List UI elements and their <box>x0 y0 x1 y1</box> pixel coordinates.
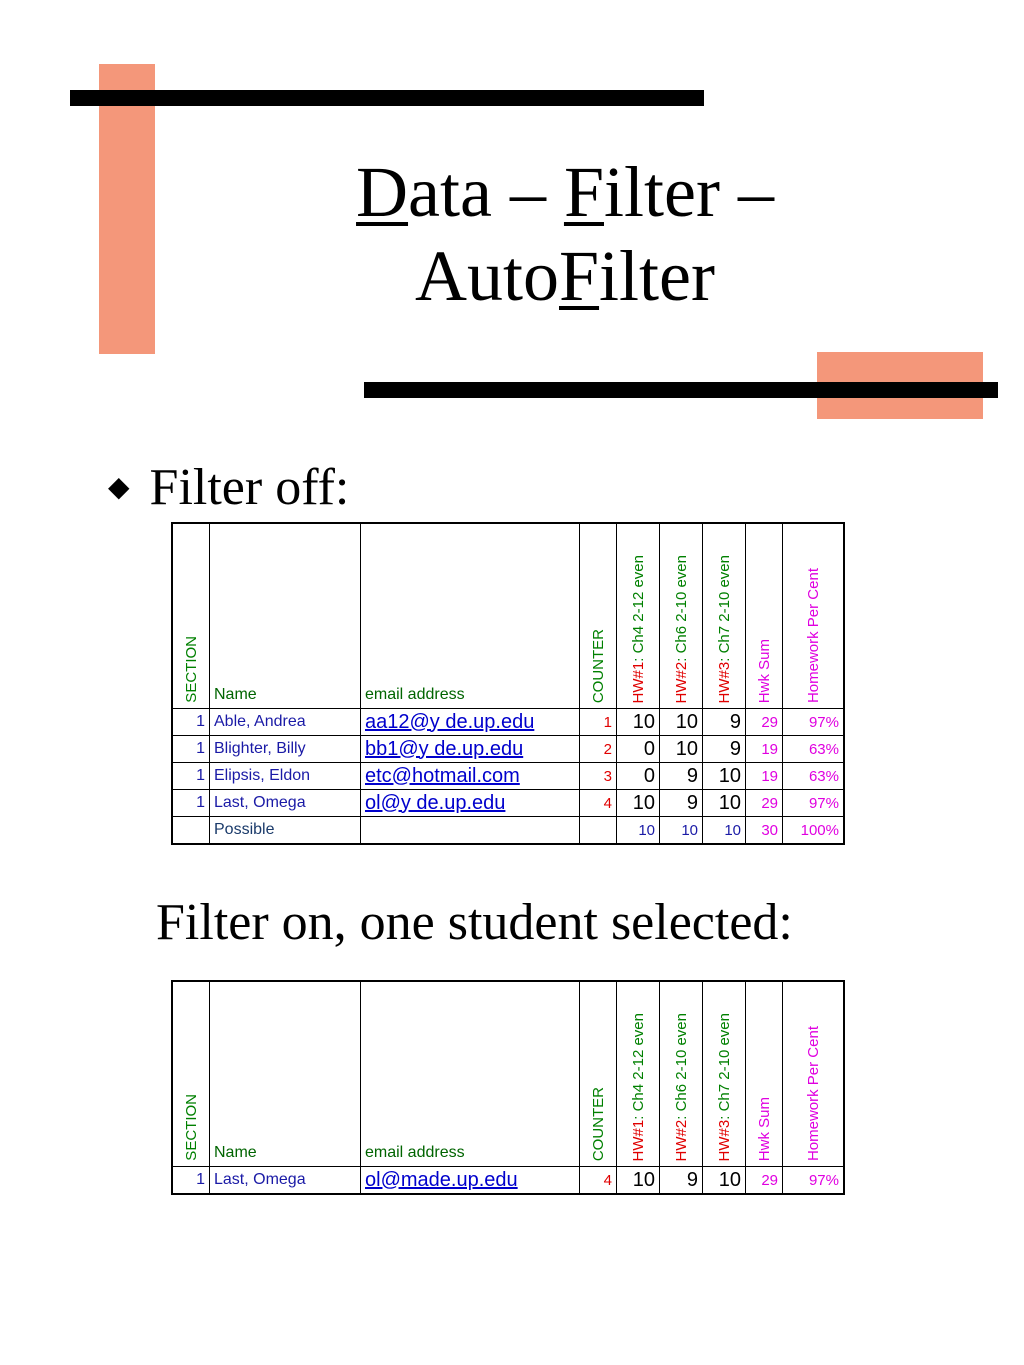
col-hw2: HW#2: Ch6 2-10 even <box>659 980 703 1167</box>
counter-cell: 1 <box>579 708 617 736</box>
title-segment: F <box>563 152 604 232</box>
title-segment: Auto <box>415 236 559 316</box>
homework-percent-cell: 97% <box>782 1166 845 1195</box>
homework-percent-cell: 97% <box>782 708 845 736</box>
bullet-filter-off: ◆ Filter off: <box>108 458 349 518</box>
homework-percent-possible-cell: 100% <box>782 816 845 845</box>
spreadsheet-filter-on: SECTION Name email address COUNTER HW#1:… <box>171 980 845 1195</box>
name-cell: Last, Omega <box>209 789 361 817</box>
spreadsheet-filter-off: SECTION Name email address COUNTER HW#1:… <box>171 522 845 845</box>
email-link[interactable]: bb1@y de.up.edu <box>360 735 580 763</box>
slide-title: Data – Filter – AutoFilter <box>300 150 830 318</box>
counter-cell: 4 <box>579 1166 617 1195</box>
email-link[interactable]: aa12@y de.up.edu <box>360 708 580 736</box>
col-hwk-sum: Hwk Sum <box>745 980 783 1167</box>
hw2-score-cell: 9 <box>659 1166 703 1195</box>
hw3-score-cell: 10 <box>702 789 746 817</box>
hw3-possible-cell: 10 <box>702 816 746 845</box>
col-email: email address <box>360 980 580 1167</box>
hw1-score-cell: 10 <box>616 1166 660 1195</box>
col-hw3: HW#3: Ch7 2-10 even <box>702 980 746 1167</box>
homework-percent-cell: 63% <box>782 762 845 790</box>
hwk-sum-possible-cell: 30 <box>745 816 783 845</box>
hw1-possible-cell: 10 <box>616 816 660 845</box>
title-segment: ilter – <box>604 152 774 232</box>
name-cell: Elipsis, Eldon <box>209 762 361 790</box>
decorative-black-bar-top <box>70 90 704 106</box>
section-cell: 1 <box>171 735 210 763</box>
title-line-2: AutoFilter <box>300 234 830 318</box>
possible-label: Possible <box>209 816 361 845</box>
hw3-score-cell: 9 <box>702 735 746 763</box>
hw1-score-cell: 10 <box>616 789 660 817</box>
hw3-score-cell: 10 <box>702 762 746 790</box>
heading-filter-off: Filter off: <box>149 459 350 516</box>
col-homework-percent: Homework Per Cent <box>782 522 845 709</box>
title-segment: ata – <box>408 152 564 232</box>
email-cell <box>360 816 580 845</box>
title-line-1: Data – Filter – <box>300 150 830 234</box>
col-hw2: HW#2: Ch6 2-10 even <box>659 522 703 709</box>
title-segment: ilter <box>599 236 715 316</box>
hw3-score-cell: 9 <box>702 708 746 736</box>
hw1-score-cell: 10 <box>616 708 660 736</box>
col-homework-percent: Homework Per Cent <box>782 980 845 1167</box>
name-cell: Last, Omega <box>209 1166 361 1195</box>
col-hw3: HW#3: Ch7 2-10 even <box>702 522 746 709</box>
col-email: email address <box>360 522 580 709</box>
col-counter: COUNTER <box>579 980 617 1167</box>
hw2-score-cell: 10 <box>659 735 703 763</box>
counter-cell: 4 <box>579 789 617 817</box>
hw1-score-cell: 0 <box>616 762 660 790</box>
col-section: SECTION <box>171 980 210 1167</box>
col-name: Name <box>209 522 361 709</box>
col-counter: COUNTER <box>579 522 617 709</box>
diamond-bullet-icon: ◆ <box>108 472 130 503</box>
title-segment: F <box>559 236 600 316</box>
homework-percent-cell: 97% <box>782 789 845 817</box>
email-link[interactable]: ol@made.up.edu <box>360 1166 580 1195</box>
hw1-score-cell: 0 <box>616 735 660 763</box>
col-name: Name <box>209 980 361 1167</box>
decorative-orange-bar <box>99 64 155 354</box>
hwk-sum-cell: 29 <box>745 708 783 736</box>
name-cell: Blighter, Billy <box>209 735 361 763</box>
title-segment: D <box>356 152 409 232</box>
heading-filter-on: Filter on, one student selected: <box>156 894 793 951</box>
hwk-sum-cell: 29 <box>745 1166 783 1195</box>
hw3-score-cell: 10 <box>702 1166 746 1195</box>
section-cell: 1 <box>171 762 210 790</box>
homework-percent-cell: 63% <box>782 735 845 763</box>
col-hw1: HW#1: Ch4 2-12 even <box>616 980 660 1167</box>
hwk-sum-cell: 29 <box>745 789 783 817</box>
section-cell: 1 <box>171 789 210 817</box>
counter-cell: 3 <box>579 762 617 790</box>
hwk-sum-cell: 19 <box>745 735 783 763</box>
col-section: SECTION <box>171 522 210 709</box>
hw2-score-cell: 10 <box>659 708 703 736</box>
col-hwk-sum: Hwk Sum <box>745 522 783 709</box>
counter-cell <box>579 816 617 845</box>
section-cell <box>171 816 210 845</box>
email-link[interactable]: ol@y de.up.edu <box>360 789 580 817</box>
hwk-sum-cell: 19 <box>745 762 783 790</box>
section-cell: 1 <box>171 708 210 736</box>
name-cell: Able, Andrea <box>209 708 361 736</box>
decorative-black-bar-bottom <box>364 382 998 398</box>
header-row: SECTION Name email address COUNTER HW#1:… <box>171 522 845 709</box>
email-link[interactable]: etc@hotmail.com <box>360 762 580 790</box>
counter-cell: 2 <box>579 735 617 763</box>
hw2-score-cell: 9 <box>659 789 703 817</box>
hw2-score-cell: 9 <box>659 762 703 790</box>
header-row: SECTION Name email address COUNTER HW#1:… <box>171 980 845 1167</box>
col-hw1: HW#1: Ch4 2-12 even <box>616 522 660 709</box>
hw2-possible-cell: 10 <box>659 816 703 845</box>
section-cell: 1 <box>171 1166 210 1195</box>
